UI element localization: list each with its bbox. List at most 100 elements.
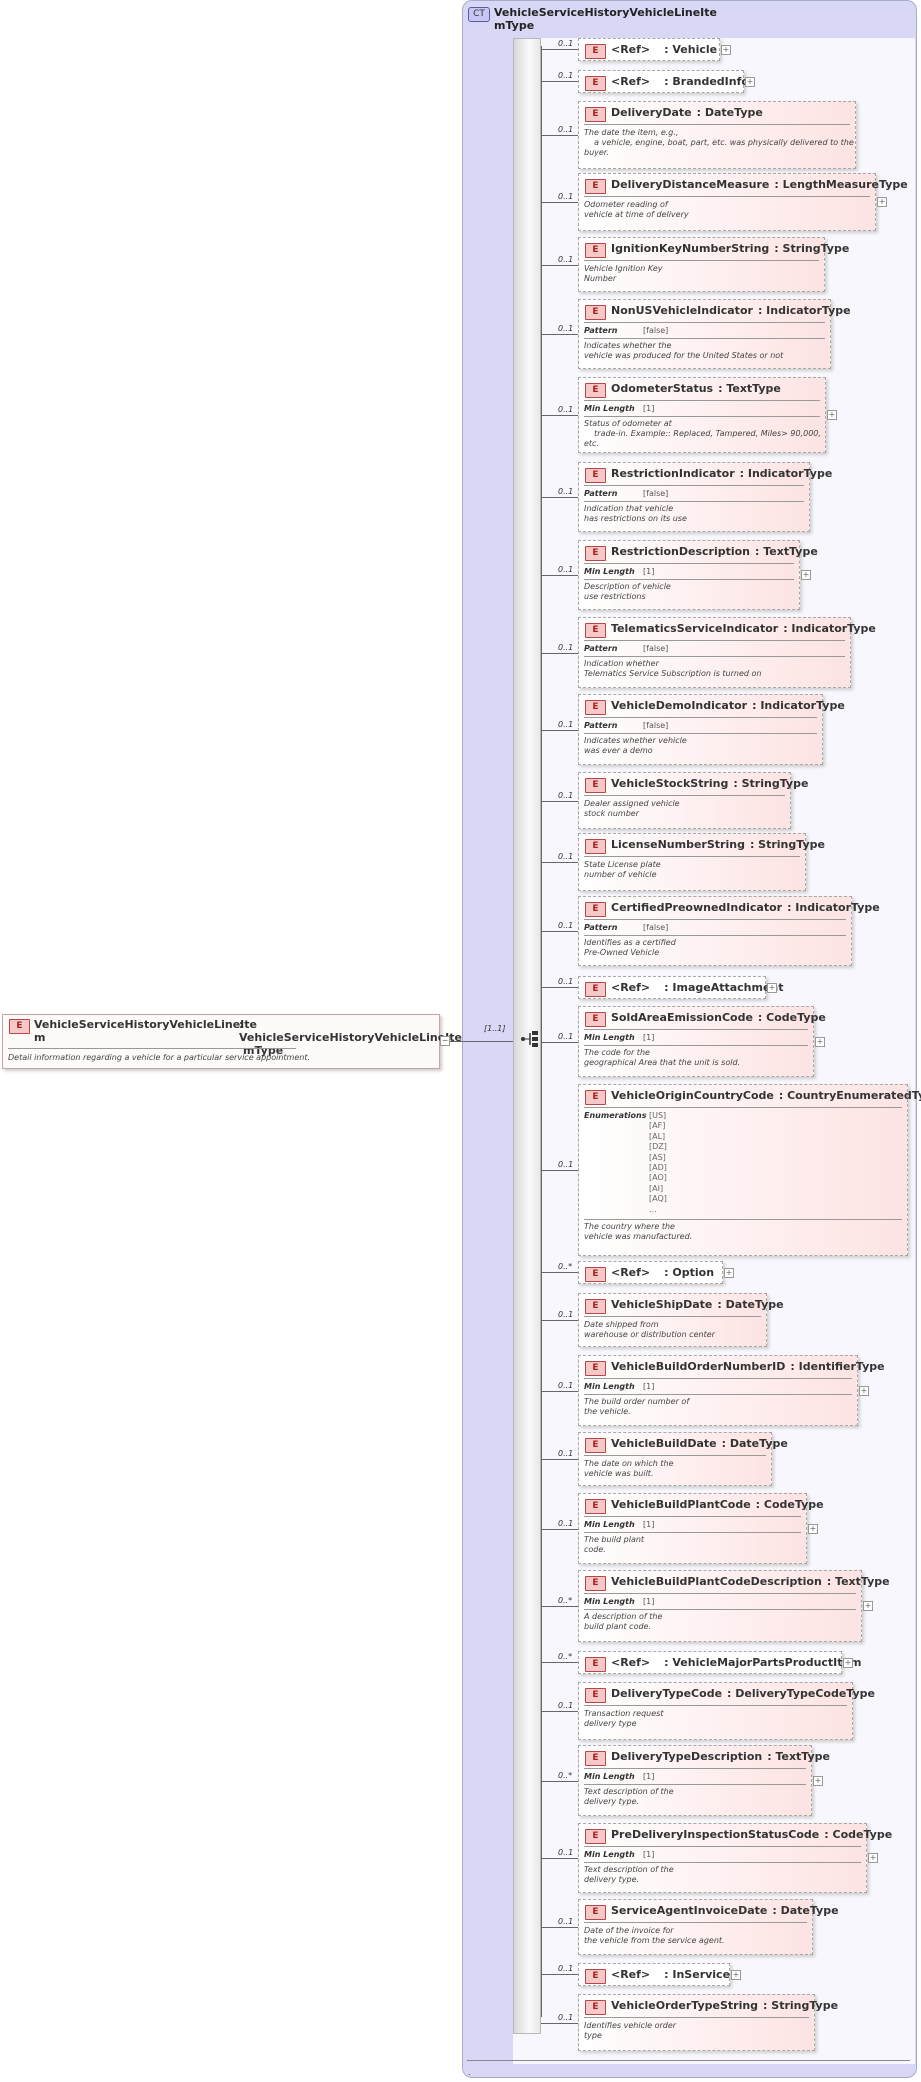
- expand-toggle[interactable]: +: [877, 197, 887, 207]
- expand-toggle[interactable]: +: [827, 410, 837, 420]
- root-element-type-line1: : VehicleServiceHistoryVehicleLineIte: [239, 1018, 462, 1044]
- expand-toggle[interactable]: +: [745, 77, 755, 87]
- element-header: VehicleBuildPlantCode: CodeType: [611, 1498, 824, 1512]
- description-line: Date of the invoice for: [584, 1926, 674, 1935]
- element-name: NonUSVehicleIndicator: [611, 304, 753, 317]
- root-expand-toggle[interactable]: −: [440, 1036, 450, 1046]
- expand-toggle[interactable]: +: [815, 1037, 825, 1047]
- element-box[interactable]: E<Ref>: BrandedInfo: [578, 70, 749, 93]
- description-line: Text description of the: [584, 1865, 674, 1874]
- child-connector: [541, 265, 578, 266]
- expand-toggle[interactable]: +: [767, 983, 777, 993]
- enumeration-value: [US]: [649, 1111, 667, 1120]
- element-type: : DateType: [721, 1437, 788, 1450]
- element-header: RestrictionIndicator: IndicatorType: [611, 467, 832, 481]
- enumeration-value: [AL]: [649, 1131, 666, 1141]
- child-connector: [541, 1781, 578, 1782]
- expand-toggle[interactable]: +: [868, 1853, 878, 1863]
- facet-value: [1]: [643, 1772, 655, 1781]
- expand-toggle[interactable]: +: [843, 1658, 853, 1668]
- element-badge: E: [585, 383, 606, 398]
- element-box[interactable]: E<Ref>: InService: [578, 1963, 730, 1986]
- children-trunk: [541, 46, 542, 2017]
- description-line: A description of the: [584, 1612, 663, 1621]
- facet-separator: [584, 579, 794, 580]
- sequence-compositor-icon[interactable]: [520, 1030, 542, 1050]
- header-separator: [584, 1768, 806, 1769]
- element-type: : IdentifierType: [790, 1360, 885, 1373]
- facet-separator: [584, 1045, 808, 1046]
- expand-toggle[interactable]: +: [808, 1524, 818, 1534]
- element-header: SoldAreaEmissionCode: CodeType: [611, 1011, 826, 1025]
- expand-toggle[interactable]: +: [859, 1386, 869, 1396]
- element-box[interactable]: E<Ref>: Vehicle: [578, 38, 720, 61]
- ref-label: <Ref>: [611, 1968, 651, 1981]
- expand-toggle[interactable]: +: [863, 1601, 873, 1611]
- child-connector: [541, 1927, 578, 1928]
- element-type: : StringType: [749, 838, 825, 851]
- element-badge: E: [585, 1499, 606, 1514]
- occurrence-label: 0..1: [558, 1917, 574, 1926]
- root-element-name-line1: VehicleServiceHistoryVehicleLineIte: [34, 1018, 257, 1031]
- expand-toggle[interactable]: +: [724, 1268, 734, 1278]
- element-type: : StringType: [733, 777, 809, 790]
- element-box[interactable]: E<Ref>: Option: [578, 1261, 723, 1284]
- child-connector: [541, 1974, 578, 1975]
- expand-toggle[interactable]: +: [731, 1970, 741, 1980]
- element-box[interactable]: E<Ref>: ImageAttachment: [578, 976, 784, 999]
- facet-separator: [584, 733, 817, 734]
- element-name: RestrictionIndicator: [611, 467, 735, 480]
- facet-label: Min Length: [584, 1033, 635, 1042]
- expand-toggle[interactable]: +: [801, 570, 811, 580]
- element-type: : TextType: [767, 1750, 831, 1763]
- element-badge: E: [585, 902, 606, 917]
- element-type: : CodeType: [757, 1011, 826, 1024]
- child-connector: [541, 1711, 578, 1712]
- description-line: Transaction request: [584, 1709, 664, 1718]
- element-box[interactable]: E<Ref>: VehicleMajorPartsProductItem: [578, 1651, 861, 1674]
- expand-toggle[interactable]: +: [721, 45, 731, 55]
- facet-value: [1]: [643, 567, 655, 576]
- element-type: : VehicleMajorPartsProductItem: [664, 1656, 862, 1669]
- element-type: : DeliveryTypeCodeType: [727, 1687, 875, 1700]
- element-header: VehicleStockString: StringType: [611, 777, 808, 791]
- ref-label: <Ref>: [611, 75, 651, 88]
- child-connector: [541, 1170, 578, 1171]
- child-connector: [541, 81, 578, 82]
- facet-separator: [584, 501, 804, 502]
- element-badge: E: [585, 1688, 606, 1703]
- description-line: Telematics Service Subscription is turne…: [584, 669, 762, 678]
- root-element[interactable]: E VehicleServiceHistoryVehicleLineIte m …: [2, 1014, 462, 1069]
- description-line: Vehicle Ignition Key: [584, 264, 663, 273]
- expand-toggle[interactable]: +: [813, 1776, 823, 1786]
- occurrence-label: 0..1: [558, 1701, 574, 1710]
- occurrence-label: 0..1: [558, 1032, 574, 1041]
